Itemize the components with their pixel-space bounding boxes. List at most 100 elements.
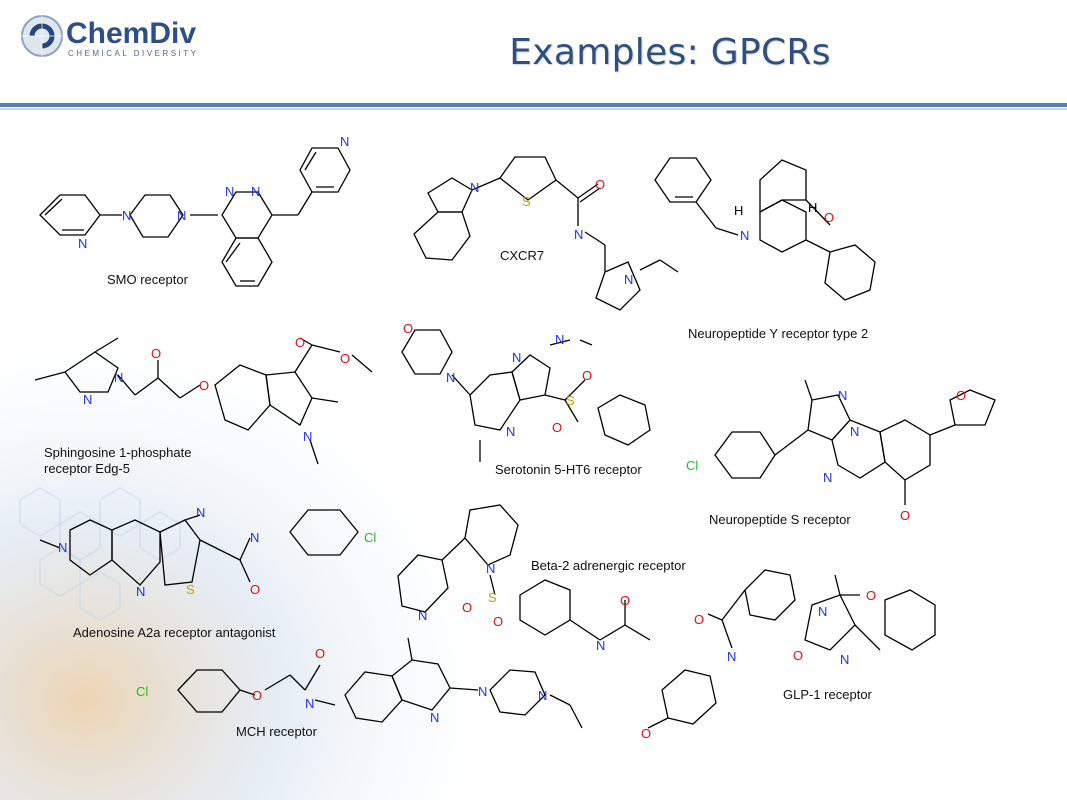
atom-label: N: [340, 134, 349, 149]
molecule-npy2: [654, 157, 876, 301]
molecule-a2a: [39, 509, 359, 586]
atom-label: O: [956, 388, 966, 403]
atom-label: N: [83, 392, 92, 407]
atom-label: N: [727, 649, 736, 664]
atom-label: Cl: [364, 530, 376, 545]
caption-s1p: Sphingosine 1-phosphate receptor Edg-5: [44, 445, 192, 476]
atom-label: N: [196, 505, 205, 520]
atom-label: N: [418, 608, 427, 623]
atom-label: O: [595, 177, 605, 192]
atom-label: N: [225, 184, 234, 199]
atom-label: N: [114, 370, 123, 385]
atom-label: N: [555, 332, 564, 347]
atom-label: O: [694, 612, 704, 627]
atom-label: N: [506, 424, 515, 439]
header-divider-shadow: [0, 108, 1067, 110]
atom-label: O: [866, 588, 876, 603]
chemdiv-logo: ChemDiv CHEMICAL DIVERSITY: [18, 12, 199, 60]
molecule-cxcr7: [413, 156, 679, 311]
atom-label: O: [641, 726, 651, 741]
logo-name: ChemDiv: [66, 17, 196, 50]
caption-mch: MCH receptor: [236, 724, 317, 739]
atom-label: O: [462, 600, 472, 615]
atom-label: N: [596, 638, 605, 653]
atom-label: O: [340, 351, 350, 366]
atom-label: O: [582, 368, 592, 383]
molecule-npy2-atoms: N H H O: [734, 200, 834, 243]
atom-label: N: [58, 540, 67, 555]
caption-cxcr7: CXCR7: [500, 248, 545, 263]
caption-nps: Neuropeptide S receptor: [709, 512, 851, 527]
atom-label: N: [512, 350, 521, 365]
molecule-mch-atoms: Cl O O N N N N: [136, 646, 547, 725]
atom-label: N: [78, 236, 87, 251]
atom-label: N: [838, 388, 847, 403]
atom-label: Cl: [136, 684, 148, 699]
atom-label: S: [522, 194, 531, 209]
atom-label: N: [624, 272, 633, 287]
atom-label: O: [552, 420, 562, 435]
molecule-glp1: [647, 569, 936, 729]
atom-label: O: [824, 210, 834, 225]
page-title: Examples: GPCRs: [509, 32, 831, 73]
molecule-beta2: [397, 504, 651, 641]
atom-label: Cl: [686, 458, 698, 473]
caption-a2a: Adenosine A2a receptor antagonist: [73, 625, 276, 640]
atom-label: N: [823, 470, 832, 485]
molecule-ht6-atoms: O N N N N S O O: [403, 321, 592, 439]
atom-label: O: [252, 688, 262, 703]
caption-npy2: Neuropeptide Y receptor type 2: [688, 326, 869, 341]
atom-label: N: [574, 227, 583, 242]
atom-label: O: [403, 321, 413, 336]
caption-glp1: GLP-1 receptor: [783, 687, 872, 702]
atom-label: O: [900, 508, 910, 523]
molecule-nps-atoms: Cl N N N O O: [686, 388, 966, 523]
molecule-ht6: [401, 329, 651, 462]
atom-label: N: [538, 688, 547, 703]
atom-label: N: [251, 184, 260, 199]
atom-label: O: [315, 646, 325, 661]
molecule-smo-atoms: N N N N N N: [78, 134, 349, 251]
molecule-glp1-atoms: O N O N O N O: [641, 588, 876, 741]
atom-label: N: [177, 208, 186, 223]
atom-label: N: [303, 429, 312, 444]
molecule-s1p-atoms: N N O O O O N: [83, 335, 350, 444]
caption-beta2: Beta-2 adrenergic receptor: [531, 558, 686, 573]
logo-tagline: CHEMICAL DIVERSITY: [68, 49, 199, 58]
atom-label: N: [430, 710, 439, 725]
atom-label: N: [486, 561, 495, 576]
atom-label: H: [734, 203, 743, 218]
molecule-cxcr7-atoms: N S O N N: [470, 177, 633, 287]
atom-label: S: [566, 393, 575, 408]
atom-label: N: [122, 208, 131, 223]
atom-label: N: [136, 584, 145, 599]
atom-label: S: [488, 590, 497, 605]
atom-label: O: [493, 614, 503, 629]
molecule-beta2-atoms: N N S O O N O: [418, 561, 630, 653]
atom-label: O: [620, 593, 630, 608]
atom-label: O: [199, 378, 209, 393]
atom-label: N: [740, 228, 749, 243]
atom-label: O: [793, 648, 803, 663]
atom-label: N: [818, 604, 827, 619]
atom-label: N: [478, 684, 487, 699]
atom-label: O: [295, 335, 305, 350]
chemdiv-swirl-icon: [18, 12, 66, 60]
atom-label: N: [470, 180, 479, 195]
header-divider: [0, 103, 1067, 107]
atom-label: S: [186, 582, 195, 597]
caption-ht6: Serotonin 5-HT6 receptor: [495, 462, 642, 477]
molecule-smo: [39, 147, 351, 287]
atom-label: O: [151, 346, 161, 361]
caption-smo: SMO receptor: [107, 272, 188, 287]
molecule-mch: [177, 637, 583, 729]
atom-label: N: [446, 370, 455, 385]
atom-label: H: [808, 200, 817, 215]
molecule-nps: [714, 379, 996, 505]
atom-label: N: [850, 424, 859, 439]
background-decoration: [0, 300, 560, 800]
atom-label: N: [840, 652, 849, 667]
molecule-s1p: [34, 337, 373, 465]
